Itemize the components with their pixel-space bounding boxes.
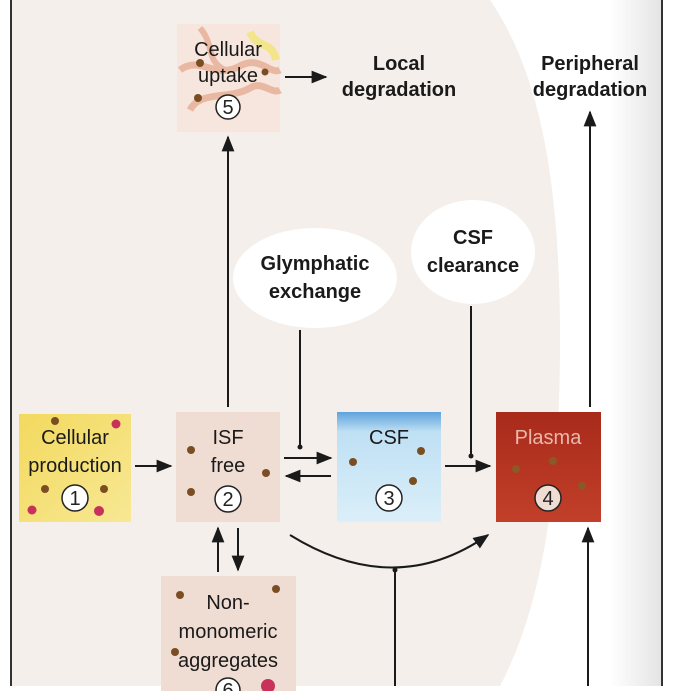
glymphatic-line2: exchange	[269, 281, 361, 303]
isf-to-plasma-curve-arrow	[289, 534, 490, 569]
step-number-5: 5	[222, 97, 233, 119]
cellular-production-box: Cellular production 1	[19, 414, 131, 522]
aggregates-box: Non- monomeric aggregates 6	[161, 576, 296, 691]
cellular-uptake-line1: Cellular	[194, 39, 262, 61]
csf-box: CSF 3	[337, 412, 441, 522]
aggregates-line3: aggregates	[178, 650, 278, 672]
glymphatic-line1: Glymphatic	[261, 253, 370, 275]
peripheral-degradation-line2: degradation	[533, 79, 647, 101]
cellular-production-line1: Cellular	[41, 427, 109, 449]
csf-clearance-line1: CSF	[453, 227, 493, 249]
step-number-1: 1	[69, 488, 80, 510]
csf-box-title: CSF	[369, 427, 409, 449]
isf-free-line1: ISF	[212, 427, 243, 449]
local-degradation-line1: Local	[373, 53, 425, 75]
peripheral-degradation-line1: Peripheral	[541, 53, 639, 75]
cellular-production-line2: production	[28, 455, 121, 477]
isf-free-box: ISF free 2	[176, 412, 280, 522]
aggregates-line2: monomeric	[179, 621, 278, 643]
cellular-uptake-line2: uptake	[198, 65, 258, 87]
step-number-6: 6	[222, 680, 233, 691]
glymphatic-exchange-bubble: Glymphatic exchange	[233, 228, 397, 328]
step-number-4: 4	[542, 488, 553, 510]
aggregates-line1: Non-	[206, 592, 249, 614]
isf-free-line2: free	[211, 455, 245, 477]
step-number-2: 2	[222, 489, 233, 511]
plasma-box: Plasma 4	[496, 412, 601, 522]
local-degradation-line2: degradation	[342, 79, 456, 101]
plasma-box-title: Plasma	[515, 427, 583, 449]
cellular-uptake-box: Cellular uptake 5	[177, 24, 282, 132]
csf-clearance-line2: clearance	[427, 255, 519, 277]
step-number-3: 3	[383, 488, 394, 510]
csf-clearance-bubble: CSF clearance	[411, 200, 535, 304]
